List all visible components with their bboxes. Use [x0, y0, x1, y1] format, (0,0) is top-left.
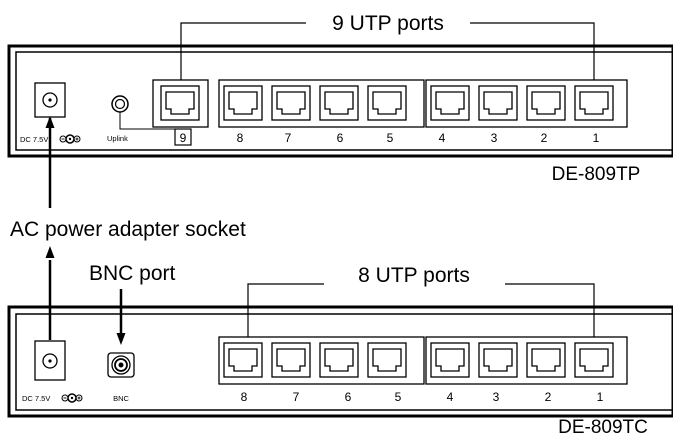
tc-port-5 [367, 342, 407, 378]
tc-power-jack [34, 340, 66, 381]
tc-port-number: 1 [597, 390, 604, 404]
tp-port-number: 6 [337, 131, 344, 145]
tc-port-count-label: 8 UTP ports [358, 264, 470, 287]
tc-chassis-inner [15, 313, 673, 411]
tc-chassis-outer [7, 305, 673, 418]
tc-port-6 [319, 342, 359, 378]
tc-bnc-connector [107, 352, 135, 378]
tp-port-7 [271, 85, 311, 121]
tc-port-number: 7 [293, 390, 300, 404]
tp-chassis-inner [15, 51, 673, 151]
tc-polarity-icon [61, 393, 83, 403]
tc-port-3 [478, 342, 518, 378]
tp-port9-numbox [174, 128, 192, 146]
tc-port-number: 3 [493, 390, 500, 404]
tp-port-number: 5 [387, 131, 394, 145]
arrow-up-tc-icon [45, 246, 55, 258]
tp-port-4 [430, 85, 470, 121]
tc-port-number: 4 [447, 390, 454, 404]
tc-bnc-label: BNC [113, 394, 129, 403]
tp-port-8 [223, 85, 263, 121]
device-de-809tp: DC 7.5V Uplink 9 [7, 12, 673, 185]
tc-port-group-8-5 [218, 336, 425, 385]
bnc-callout: BNC port [89, 262, 176, 345]
tp-port-number: 9 [180, 131, 187, 145]
tc-port-number: 2 [545, 390, 552, 404]
tc-count-bracket-left [247, 283, 324, 337]
tp-port-1 [574, 85, 614, 121]
tp-port-count-label: 9 UTP ports [332, 12, 444, 35]
tp-port-number: 7 [285, 131, 292, 145]
tp-model-label: DE-809TP [552, 164, 641, 185]
tp-port-3 [478, 85, 518, 121]
arrow-up-tp-icon [45, 116, 55, 128]
tp-count-bracket-left [180, 22, 306, 80]
tp-port-number: 4 [439, 131, 446, 145]
tp-uplink-socket [111, 95, 129, 113]
tp-port-9 [160, 85, 200, 121]
tc-model-label: DE-809TC [558, 417, 648, 438]
ac-socket-callout: AC power adapter socket [10, 116, 246, 340]
tp-power-jack [34, 82, 66, 118]
bnc-port-label: BNC port [89, 262, 176, 285]
device-de-809tc: DC 7.5V BNC 8 7 6 [7, 264, 673, 438]
tp-port-number: 1 [593, 131, 600, 145]
tp-uplink-leader [119, 112, 175, 130]
tp-port-number: 8 [237, 131, 244, 145]
tp-port-2 [526, 85, 566, 121]
tc-port-1 [574, 342, 614, 378]
tc-count-bracket-right [505, 283, 595, 337]
tp-port-5 [367, 85, 407, 121]
arrow-down-bnc-icon [116, 333, 126, 345]
tp-port-group-8-5 [218, 79, 425, 128]
tc-port-number: 5 [395, 390, 402, 404]
tp-port-number: 2 [541, 131, 548, 145]
tc-port-8 [223, 342, 263, 378]
tp-uplink-label: Uplink [107, 134, 128, 143]
tp-chassis-outer [7, 44, 673, 158]
tp-port-number: 3 [491, 131, 498, 145]
tp-port-6 [319, 85, 359, 121]
tp-port-group-4-1 [425, 79, 628, 128]
tp-polarity-icon [59, 134, 81, 144]
tc-port-group-4-1 [425, 336, 628, 385]
tc-port-7 [271, 342, 311, 378]
tc-port-number: 6 [345, 390, 352, 404]
tp-count-bracket-right [470, 22, 595, 80]
ac-socket-label: AC power adapter socket [10, 218, 246, 241]
tp-power-label: DC 7.5V [20, 135, 48, 144]
tc-port-2 [526, 342, 566, 378]
tc-port-number: 8 [241, 390, 248, 404]
tc-power-label: DC 7.5V [22, 394, 50, 403]
tc-port-4 [430, 342, 470, 378]
